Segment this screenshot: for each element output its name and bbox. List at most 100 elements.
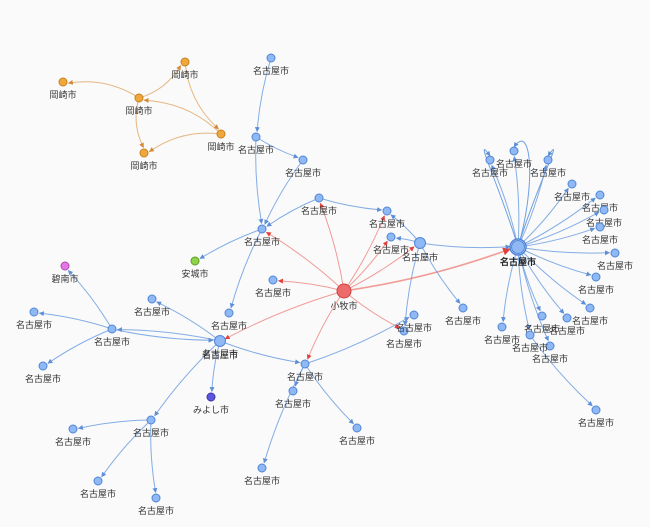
- node-n_f-label: 名古屋市: [211, 320, 247, 332]
- edge-ok2-ok5: [135, 97, 144, 148]
- node-n_f-circle: [224, 308, 234, 318]
- node-h16[interactable]: 名古屋市: [578, 405, 614, 429]
- node-ok3[interactable]: 岡崎市: [171, 57, 199, 81]
- edge-n_q-n_t: [77, 419, 152, 430]
- node-h15-label: 名古屋市: [512, 342, 548, 354]
- node-n_p[interactable]: 名古屋市: [396, 310, 432, 334]
- node-n_u[interactable]: 名古屋市: [80, 476, 116, 500]
- node-h9-label: 名古屋市: [578, 284, 614, 296]
- edge-n_k-n_p: [304, 316, 410, 365]
- node-n_j[interactable]: 名古屋市: [134, 294, 170, 318]
- node-h4-label: 名古屋市: [554, 191, 590, 203]
- node-ok4-circle: [216, 129, 226, 139]
- node-h6-circle: [599, 205, 609, 215]
- node-n_t[interactable]: 名古屋市: [55, 424, 91, 448]
- node-n_z[interactable]: 名古屋市: [445, 303, 481, 327]
- node-hekinan-label: 碧南市: [51, 273, 78, 285]
- edge-n_c-n_d: [266, 197, 320, 227]
- node-hekinan[interactable]: 碧南市: [51, 261, 79, 285]
- node-n_k[interactable]: 名古屋市: [287, 359, 323, 383]
- node-h2-circle: [509, 146, 519, 156]
- node-n_c[interactable]: 名古屋市: [301, 193, 337, 217]
- node-h11[interactable]: 名古屋市: [549, 313, 585, 337]
- node-n_q[interactable]: 名古屋市: [133, 415, 169, 439]
- node-h3[interactable]: 名古屋市: [530, 155, 566, 179]
- node-h5-circle: [595, 190, 605, 200]
- node-h9[interactable]: 名古屋市: [578, 272, 614, 296]
- edge-hub-h6: [517, 211, 600, 248]
- node-n_a[interactable]: 名古屋市: [238, 132, 274, 156]
- node-ok4[interactable]: 岡崎市: [207, 129, 235, 153]
- node-n_i[interactable]: 名古屋市: [94, 324, 130, 348]
- node-n_w[interactable]: 名古屋市: [275, 386, 311, 410]
- node-n_x-label: 名古屋市: [339, 435, 375, 447]
- node-miyoshi[interactable]: みよし市: [193, 392, 229, 416]
- node-anjo[interactable]: 安城市: [181, 256, 209, 280]
- node-n_u-circle: [93, 476, 103, 486]
- edge-n_h-n_k: [219, 340, 301, 365]
- edge-n_a-n_d: [255, 136, 264, 225]
- node-n_a-circle: [251, 132, 261, 142]
- node-ok2[interactable]: 岡崎市: [125, 93, 153, 117]
- edge-n_i-hekinan: [67, 270, 113, 330]
- node-h10[interactable]: 名古屋市: [572, 303, 608, 327]
- node-komaki[interactable]: 小牧市: [330, 283, 358, 312]
- node-h6[interactable]: 名古屋市: [586, 205, 622, 229]
- node-h3-label: 名古屋市: [530, 167, 566, 179]
- edge-hub-h5: [517, 197, 596, 248]
- node-h8[interactable]: 名古屋市: [597, 248, 633, 272]
- edge-hub-h2: [512, 156, 520, 248]
- edge-komaki-n_d: [265, 231, 345, 292]
- edge-n_b-n_d: [264, 159, 304, 225]
- node-n_w-circle: [288, 386, 298, 396]
- node-n_h[interactable]: 名古屋市: [202, 335, 238, 362]
- node-n_v[interactable]: 名古屋市: [138, 493, 174, 517]
- edge-hub-h11: [517, 246, 565, 314]
- node-n_e-circle: [268, 275, 278, 285]
- node-h2[interactable]: 名古屋市: [496, 146, 532, 170]
- edge-n_q-n_u: [101, 419, 152, 478]
- node-ok2-circle: [134, 93, 144, 103]
- node-n_c-circle: [314, 193, 324, 203]
- edge-h15-h16: [529, 334, 593, 407]
- node-ok5[interactable]: 岡崎市: [130, 148, 158, 172]
- node-ok3-label: 岡崎市: [171, 69, 198, 81]
- node-n_r-label: 名古屋市: [16, 319, 52, 331]
- node-h1[interactable]: 名古屋市: [472, 155, 508, 179]
- node-n_s[interactable]: 名古屋市: [25, 361, 61, 385]
- node-ok5-label: 岡崎市: [130, 160, 157, 172]
- node-n_y[interactable]: 名古屋市: [244, 463, 280, 487]
- node-h15-circle: [525, 330, 535, 340]
- edge-n_i-n_h: [111, 328, 214, 343]
- node-h12-circle: [537, 311, 547, 321]
- node-n_n[interactable]: 名古屋市: [386, 326, 422, 350]
- edge-loop-hub-h1: [483, 149, 519, 248]
- node-n_l[interactable]: 名古屋市: [369, 206, 405, 230]
- node-n_x[interactable]: 名古屋市: [339, 423, 375, 447]
- node-ok1[interactable]: 岡崎市: [49, 77, 77, 101]
- node-h15[interactable]: 名古屋市: [512, 330, 548, 354]
- node-h13[interactable]: 名古屋市: [484, 322, 520, 346]
- node-h7[interactable]: 名古屋市: [582, 222, 618, 246]
- node-h13-label: 名古屋市: [484, 334, 520, 346]
- node-n_o[interactable]: 名古屋市: [402, 237, 438, 264]
- node-h14-circle: [545, 341, 555, 351]
- node-n_m[interactable]: 名古屋市: [373, 232, 409, 256]
- node-n_d[interactable]: 名古屋市: [244, 224, 280, 248]
- node-n_f[interactable]: 名古屋市: [211, 308, 247, 332]
- node-n_top[interactable]: 名古屋市: [253, 53, 289, 77]
- edge-n_i-n_s: [47, 328, 113, 364]
- node-n_b[interactable]: 名古屋市: [285, 155, 321, 179]
- node-h4[interactable]: 名古屋市: [554, 179, 590, 203]
- edge-n_h-n_j: [156, 301, 221, 342]
- node-miyoshi-label: みよし市: [193, 404, 229, 416]
- node-h14[interactable]: 名古屋市: [532, 341, 568, 365]
- edge-n_i-n_r: [38, 311, 113, 330]
- edge-hub-h10: [517, 246, 587, 305]
- node-n_r[interactable]: 名古屋市: [16, 307, 52, 331]
- nodes-layer: 岡崎市岡崎市岡崎市岡崎市岡崎市名古屋市名古屋市名古屋市名古屋市名古屋市名古屋市名…: [16, 53, 633, 517]
- node-n_e[interactable]: 名古屋市: [255, 275, 291, 299]
- node-hub[interactable]: 名古屋市: [500, 238, 536, 268]
- node-n_o-circle: [414, 237, 426, 249]
